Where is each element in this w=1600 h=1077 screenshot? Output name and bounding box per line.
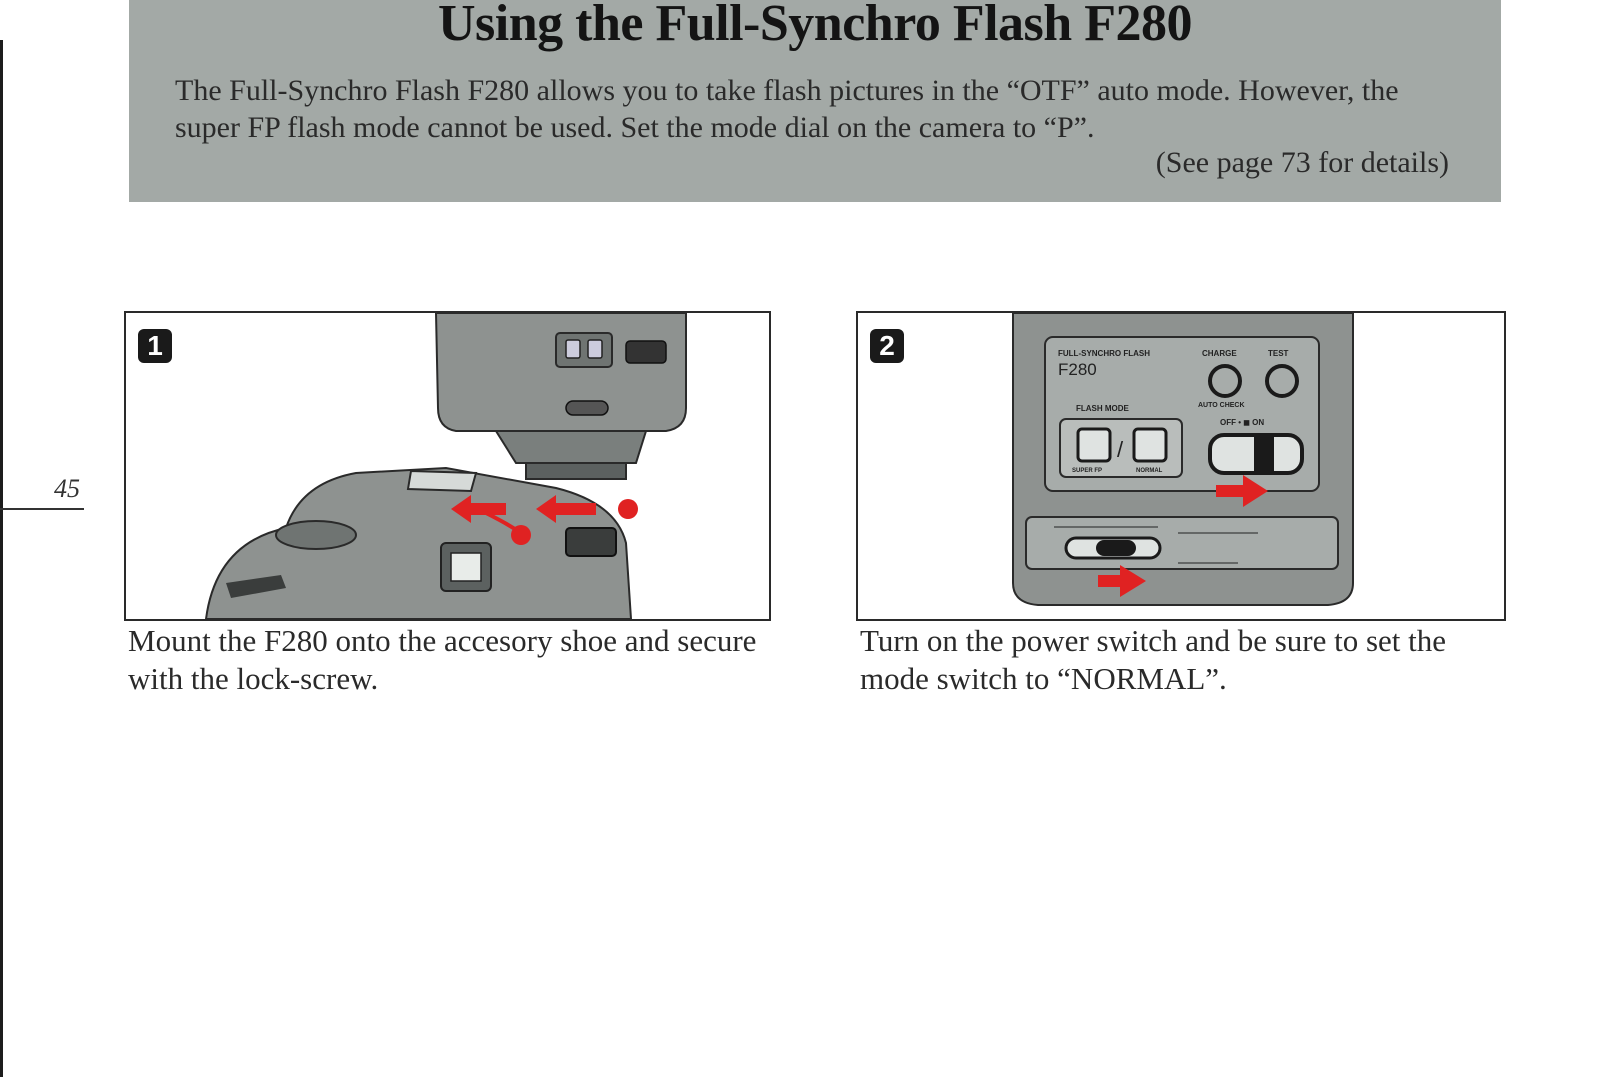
model-label: F280 (1058, 360, 1097, 379)
flash-switch (625, 340, 667, 364)
normal-mode-icon (1132, 427, 1168, 463)
slide-arrow (536, 495, 596, 523)
callout-marker-2 (618, 499, 638, 519)
step-1-caption: Mount the F280 onto the accesory shoe an… (128, 623, 757, 696)
power-arrow (1216, 475, 1268, 507)
super-fp-mode-icon (1076, 427, 1112, 463)
accessory-shoe (406, 469, 478, 493)
step-1-badge: 1 (138, 329, 172, 363)
page-number-rule (0, 508, 84, 510)
step-2-illustration: FULL-SYNCHRO FLASH F280 CHARGE TEST FLAS… (856, 311, 1506, 621)
camera-mount-illustration (204, 313, 687, 619)
flash-back-panel-illustration: FULL-SYNCHRO FLASH F280 CHARGE TEST FLAS… (1012, 313, 1354, 606)
mode-switch-slider (1096, 540, 1136, 556)
step-2-badge: 2 (870, 329, 904, 363)
charge-lamp (1208, 364, 1242, 398)
indicator-lamp (565, 339, 581, 359)
lock-screw-wheel (565, 527, 617, 557)
slide-arrow (451, 495, 506, 523)
header-banner: Using the Full-Synchro Flash F280 The Fu… (129, 0, 1501, 202)
viewfinder-window (450, 552, 482, 582)
page-title: Using the Full-Synchro Flash F280 (438, 0, 1192, 52)
step-2-caption: Turn on the power switch and be sure to … (860, 623, 1447, 696)
flash-head (434, 313, 687, 432)
auto-check-label: AUTO CHECK (1198, 402, 1245, 409)
camera-strap-lug (226, 575, 286, 598)
super-fp-label: SUPER FP (1072, 468, 1102, 474)
normal-label: NORMAL (1136, 468, 1163, 474)
brand-label: FULL-SYNCHRO FLASH (1058, 349, 1150, 358)
camera-body (204, 466, 633, 619)
indicator-lamp (587, 339, 603, 359)
power-switch-slider (1254, 437, 1274, 471)
charge-label: CHARGE (1202, 349, 1237, 358)
step-1-illustration: 1 (124, 311, 771, 621)
flash-button (565, 400, 609, 416)
mode-separator: / (1117, 437, 1124, 462)
intro-text: The Full-Synchro Flash F280 allows you t… (175, 74, 1399, 144)
flash-foot (494, 430, 648, 464)
test-button (1265, 364, 1299, 398)
flash-mode-label: FLASH MODE (1076, 404, 1130, 413)
flash-indicator-window (555, 332, 613, 368)
test-label: TEST (1268, 349, 1289, 358)
page-reference: (See page 73 for details) (1155, 146, 1449, 179)
page-number: 45 (54, 474, 80, 503)
left-page-rule (0, 40, 3, 1077)
camera-dial (275, 520, 357, 550)
flash-shoe (525, 462, 627, 480)
mode-arrow (1098, 565, 1146, 597)
callout-marker-1 (511, 525, 531, 545)
off-on-label: OFF • ◼ ON (1220, 418, 1264, 427)
